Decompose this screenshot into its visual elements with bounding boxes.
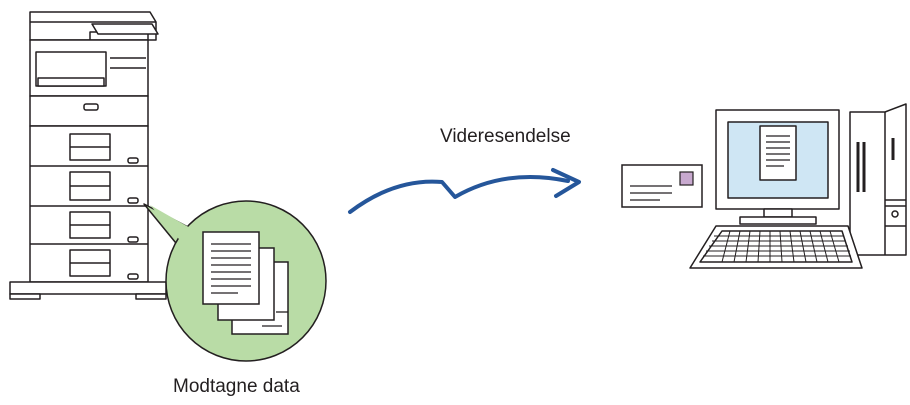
received-data-label: Modtagne data xyxy=(173,376,300,397)
stacked-documents-icon xyxy=(202,231,289,335)
desktop-computer-icon xyxy=(689,103,907,269)
multifunction-printer-icon xyxy=(9,11,167,300)
envelope-icon xyxy=(621,164,703,208)
forwarding-label: Videresendelse xyxy=(440,126,571,147)
forwarding-arrow xyxy=(348,168,581,214)
